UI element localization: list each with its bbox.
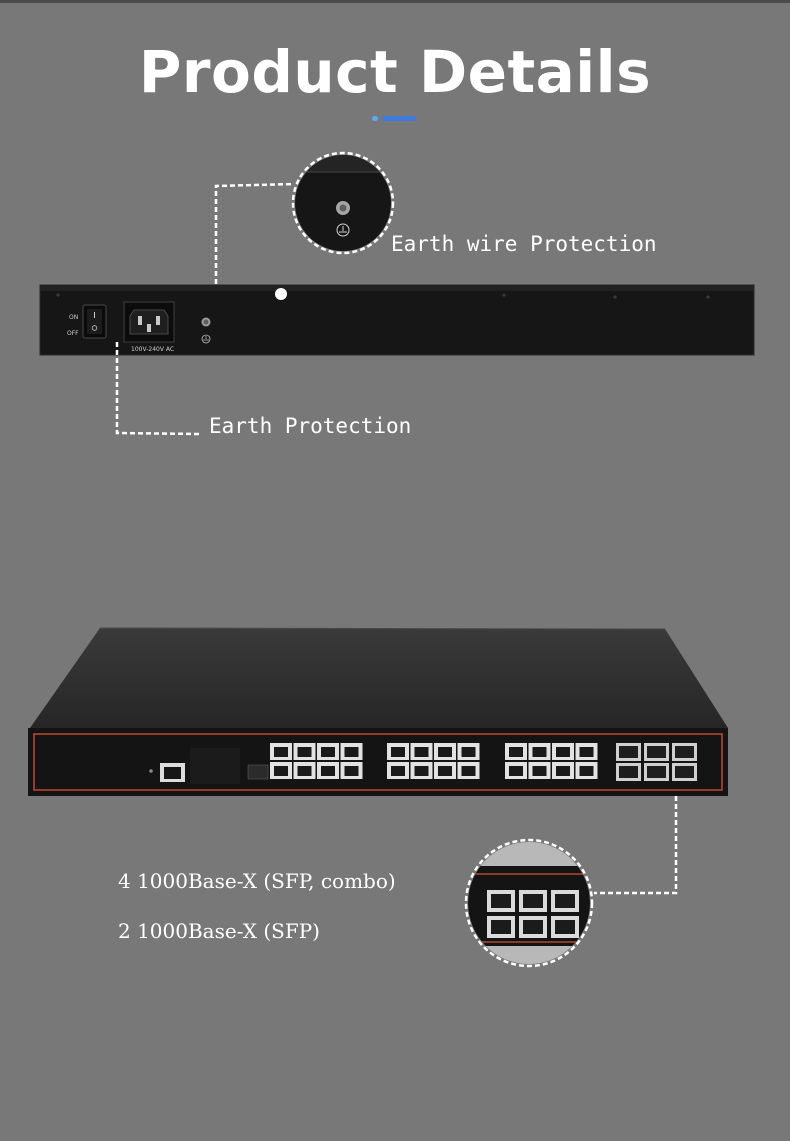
rj45-port[interactable] [340,743,363,760]
sfp-port-zoomed [519,916,547,938]
console-port[interactable] [160,763,185,782]
status-led-panel [190,748,240,784]
rj45-port[interactable] [270,743,292,760]
rj45-port-array[interactable] [270,743,598,779]
earth-wire-zoom [291,151,395,255]
rj45-port[interactable] [552,743,574,760]
power-rating-label: 100V-240V AC [131,346,174,353]
rj45-port[interactable] [505,743,527,760]
rj45-port[interactable] [528,743,551,760]
earth-leader-line [115,342,200,436]
rj45-port[interactable] [528,762,551,779]
power-switch[interactable] [82,304,107,339]
rj45-port[interactable] [575,743,598,760]
rear-panel [39,284,755,356]
rj45-port[interactable] [293,762,316,779]
switch-on-label: ON [69,314,78,321]
top-border [0,0,790,3]
sfp-leader-line [594,796,678,895]
rj45-port[interactable] [270,762,292,779]
rj45-port[interactable] [387,743,409,760]
sfp-port[interactable] [616,763,641,781]
rj45-port[interactable] [293,743,316,760]
sfp-port-zoomed [487,916,515,938]
sfp-port[interactable] [644,763,669,781]
sfp-port[interactable] [672,763,697,781]
spec-line-sfp-combo: 4 1000Base-X (SFP, combo) [118,869,396,893]
rj45-port[interactable] [387,762,409,779]
reset-button[interactable] [149,769,153,773]
sfp-zoom [464,838,594,968]
rj45-port[interactable] [505,762,527,779]
sfp-port[interactable] [616,743,641,761]
marker-dot [275,288,287,300]
ac-power-inlet[interactable] [123,301,175,343]
rj45-port[interactable] [575,762,598,779]
earth-wire-protection-label: Earth wire Protection [391,232,657,256]
rj45-port[interactable] [340,762,363,779]
rj45-port[interactable] [552,762,574,779]
rj45-port[interactable] [317,743,339,760]
switch-chassis [28,627,728,796]
sfp-port-zoomed [487,890,515,912]
ground-screw [201,317,211,344]
rj45-port[interactable] [457,762,480,779]
earth-wire-leader-line [214,182,295,284]
sfp-port-zoomed [551,916,579,938]
rj45-port[interactable] [410,743,433,760]
earth-protection-label: Earth Protection [209,414,412,438]
sfp-port[interactable] [672,743,697,761]
sfp-port-zoomed [519,890,547,912]
switch-off-label: OFF [67,330,79,337]
rj45-port[interactable] [317,762,339,779]
page-title: Product Details [138,38,652,106]
rj45-port[interactable] [434,762,456,779]
sfp-port[interactable] [644,743,669,761]
title-accent-dot [372,116,378,121]
rj45-port[interactable] [434,743,456,760]
rj45-port[interactable] [410,762,433,779]
title-accent-bar [382,116,416,121]
sfp-port-array[interactable] [616,743,697,781]
sfp-port-zoomed [551,890,579,912]
rj45-port[interactable] [457,743,480,760]
spec-line-sfp: 2 1000Base-X (SFP) [118,919,320,943]
